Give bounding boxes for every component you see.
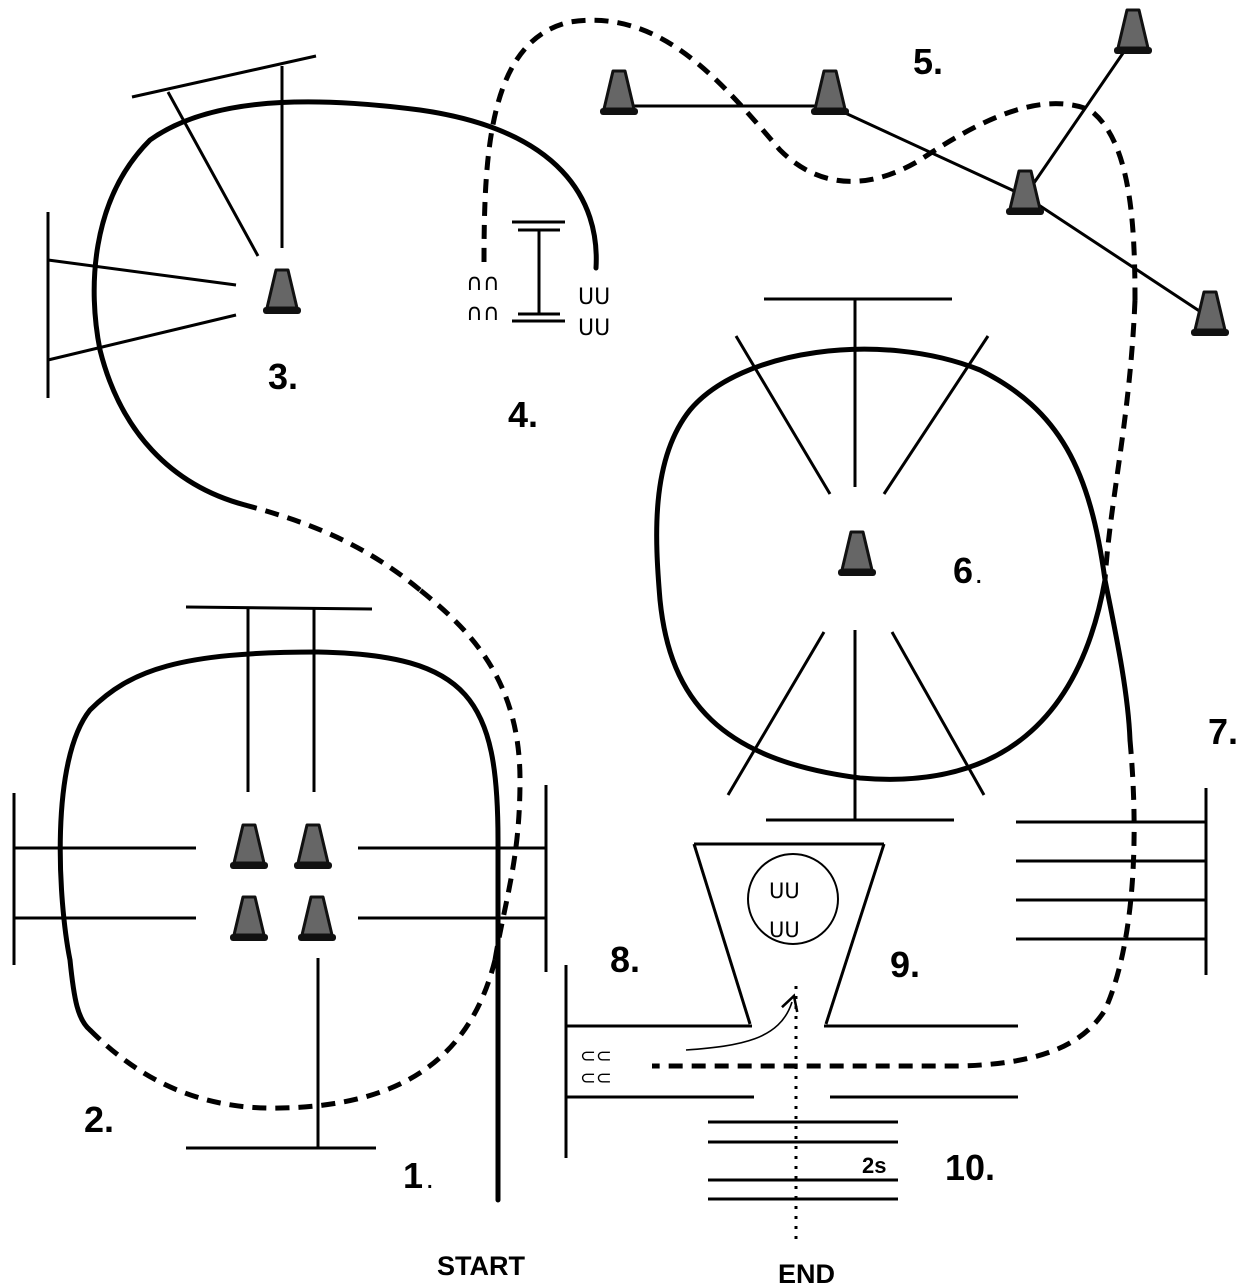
station-7-ladder	[1016, 788, 1208, 975]
footprints-corridor-top: ⊂⊂	[580, 1045, 612, 1067]
station-5-cone-lines	[618, 39, 1211, 320]
footprints-circle-bottom: UU	[769, 918, 800, 942]
station-label-2: 2.	[84, 1099, 114, 1140]
station-6-loop	[652, 346, 1137, 1069]
station-10-lines	[708, 986, 898, 1240]
footprints-circle-top: UU	[769, 879, 800, 903]
station-3-bars	[46, 54, 317, 398]
station-3-loop	[91, 99, 599, 592]
traffic-cone-icon	[1113, 8, 1153, 56]
station-label-6: 6	[953, 550, 973, 591]
footprints-right-top: UU	[578, 285, 610, 310]
end-label: END	[778, 1259, 835, 1287]
station-label-5: 5.	[913, 41, 943, 82]
station-label-7: 7.	[1208, 711, 1238, 752]
footprints-right-bottom: UU	[578, 316, 610, 341]
timer-label: 2s	[862, 1153, 886, 1178]
traffic-cone-icon	[297, 895, 337, 943]
traffic-cone-icon	[229, 823, 269, 871]
station-label-10: 10.	[945, 1147, 995, 1188]
traffic-cone-icon	[1190, 290, 1230, 338]
traffic-cone-icon	[262, 268, 302, 316]
station-4-hurdles	[512, 220, 565, 323]
footprints-left-top: ∩∩	[466, 270, 500, 296]
station-label-8: 8.	[610, 939, 640, 980]
start-label: START	[437, 1251, 525, 1281]
traffic-cone-icon	[293, 823, 333, 871]
station-2-bars	[12, 605, 548, 1150]
station-label-4: 4.	[508, 394, 538, 435]
station-6-bars	[726, 297, 990, 822]
station-label-1-dot: .	[427, 1171, 433, 1193]
traffic-cone-icon	[810, 69, 850, 117]
station-label-3: 3.	[268, 356, 298, 397]
station-8-corridor	[564, 965, 1018, 1158]
station-9-funnel	[692, 842, 886, 1025]
station-2-loop	[57, 588, 523, 1203]
station-5-weave	[481, 17, 1138, 581]
traffic-cone-icon	[837, 530, 877, 578]
station-label-1: 1	[403, 1155, 423, 1196]
footprints-corridor-bottom: ⊂⊂	[580, 1067, 612, 1089]
station-label-9: 9.	[890, 944, 920, 985]
traffic-cone-icon	[599, 69, 639, 117]
traffic-cone-icon	[229, 895, 269, 943]
station-label-6-dot: .	[976, 566, 982, 588]
footprints-left-bottom: ∩∩	[466, 300, 500, 326]
